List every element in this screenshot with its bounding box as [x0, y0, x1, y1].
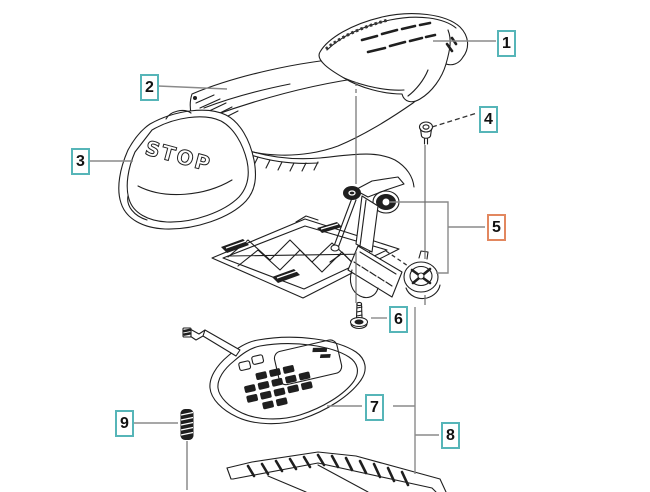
part-5-knob-drawing [403, 250, 441, 300]
callout-7[interactable]: 7 [365, 394, 384, 421]
keypad-buttons [244, 365, 313, 410]
callout-4[interactable]: 4 [479, 106, 498, 133]
part-9-spring-drawing [180, 409, 194, 440]
part-7-keypad-drawing [182, 327, 366, 425]
part-6-screw-drawing [349, 301, 369, 330]
part-5-hinge-assembly-drawing [329, 176, 405, 299]
callout-leader-lines [90, 40, 496, 490]
part-4-screw-drawing [418, 121, 434, 145]
part-3-stop-cover-drawing: STOP [118, 109, 256, 230]
callout-6[interactable]: 6 [389, 306, 408, 333]
part-1-top-cover-drawing [318, 13, 469, 103]
callout-5[interactable]: 5 [487, 214, 506, 241]
part-8-lower-chassis-drawing [226, 451, 447, 492]
frame-plate-drawing [211, 215, 400, 299]
callout-3[interactable]: 3 [71, 148, 90, 175]
callout-8[interactable]: 8 [441, 422, 460, 449]
callout-2[interactable]: 2 [140, 74, 159, 101]
callout-9[interactable]: 9 [115, 410, 134, 437]
callout-1[interactable]: 1 [497, 30, 516, 57]
